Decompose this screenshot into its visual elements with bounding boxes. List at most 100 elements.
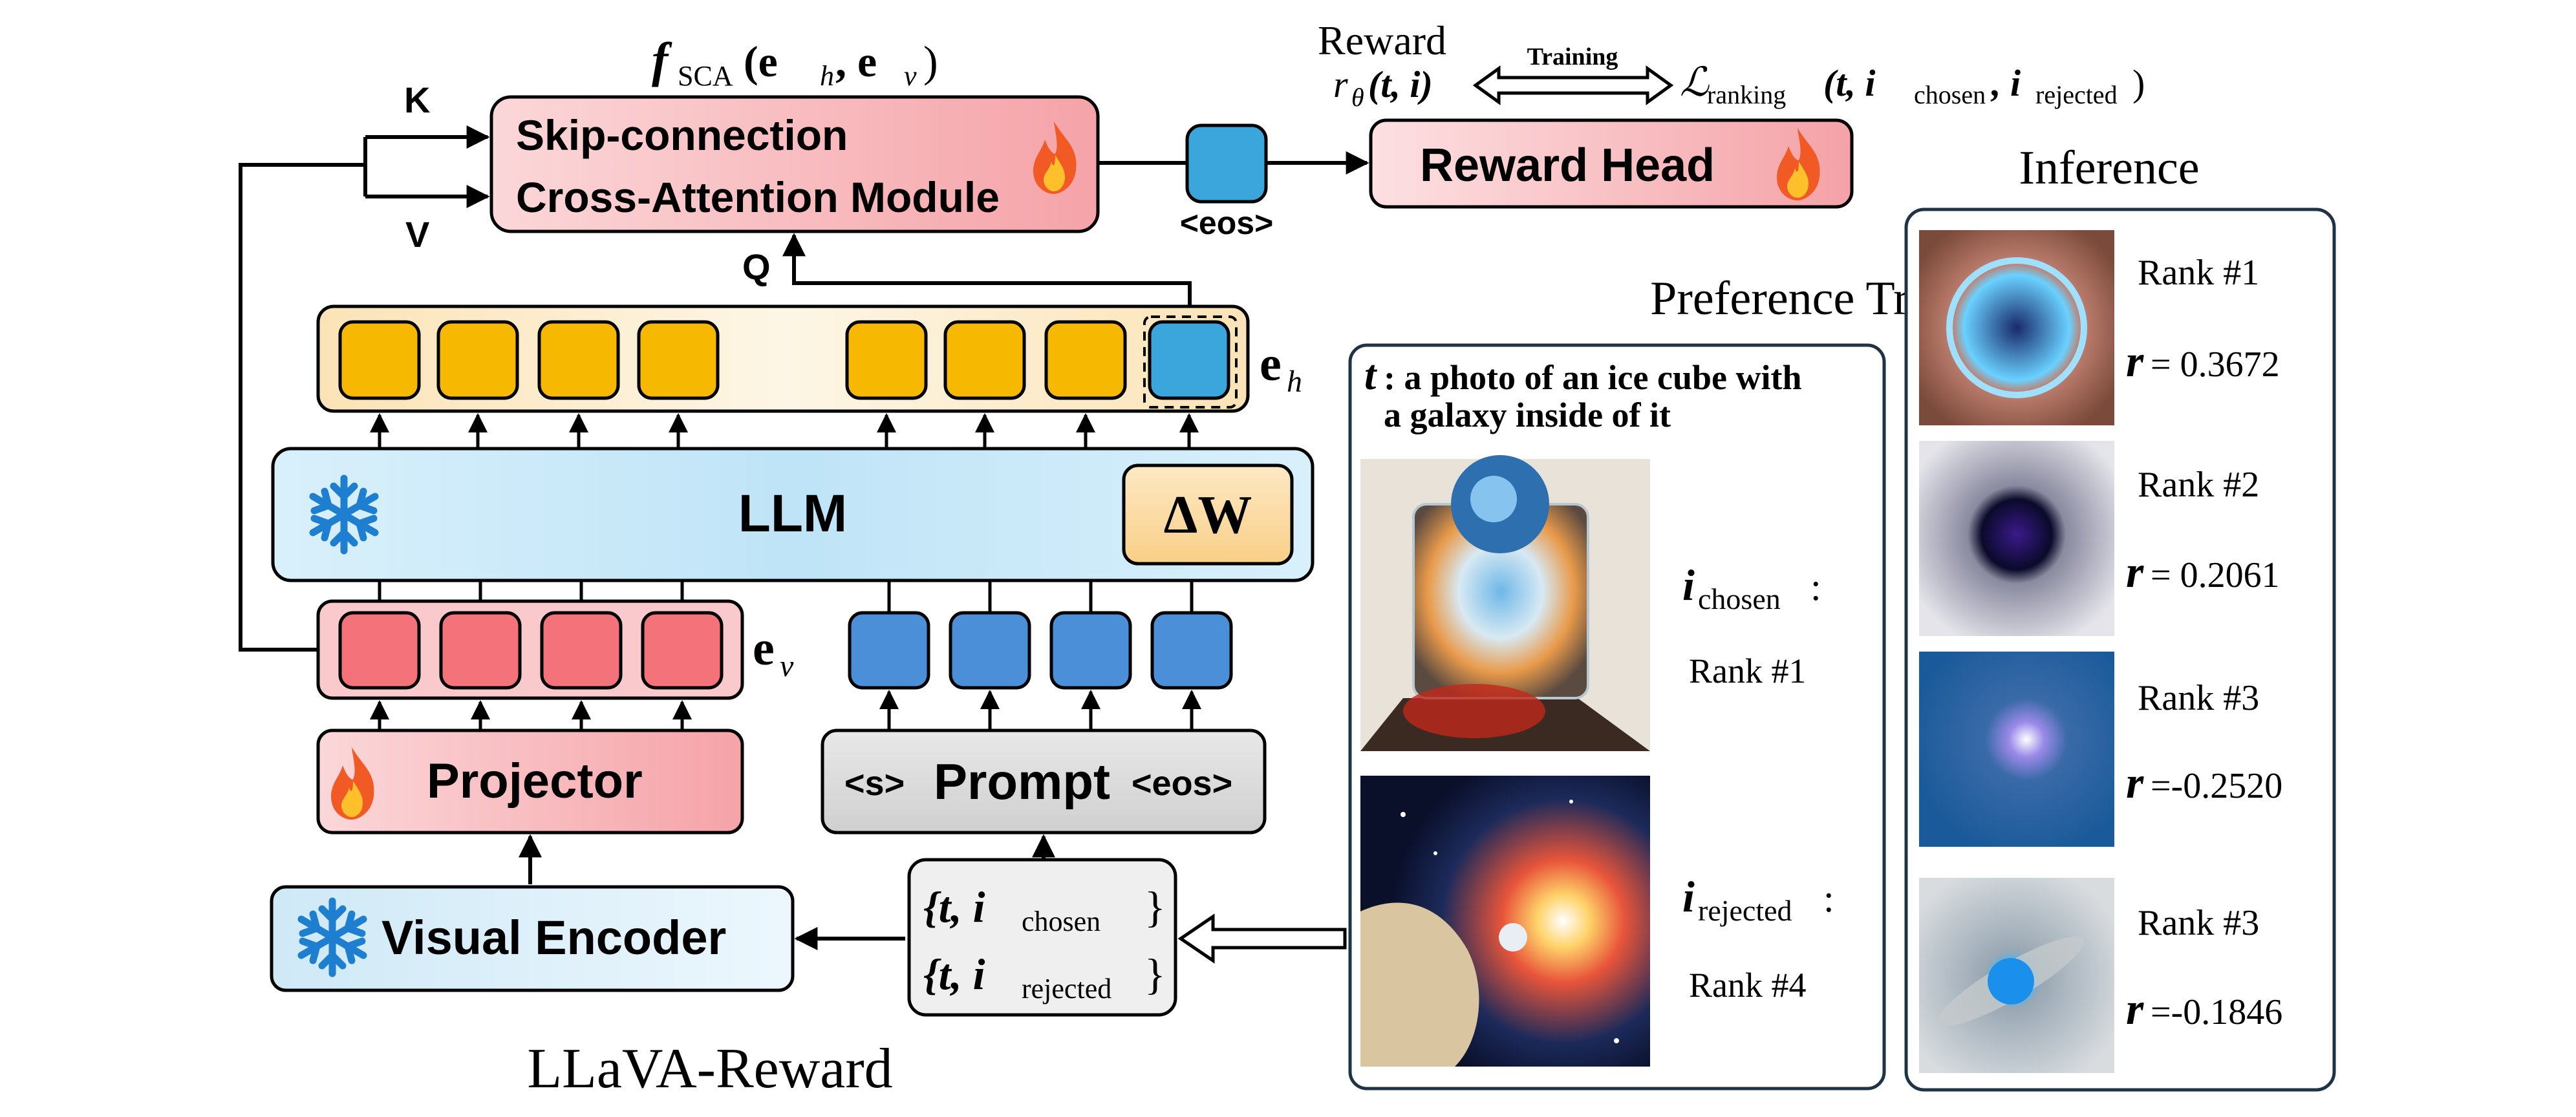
visual-encoder-label: Visual Encoder xyxy=(381,911,726,964)
inference-score: =-0.1846 xyxy=(2151,992,2282,1032)
skip-connection-arrows xyxy=(239,125,1369,652)
formula-comma: , e xyxy=(835,37,877,86)
eh-label-sub: h xyxy=(1287,365,1302,399)
reward-r: r xyxy=(1333,63,1348,105)
reward-head: Reward Head xyxy=(1369,118,1854,209)
tokens-to-llm-lines xyxy=(378,582,1194,612)
loss-close: ) xyxy=(2132,62,2145,104)
eh-token xyxy=(845,320,928,400)
rejected-i: i xyxy=(1682,872,1695,921)
inference-score: =-0.2520 xyxy=(2151,766,2282,806)
llm-label: LLM xyxy=(738,484,847,543)
ev-label-sub: v xyxy=(780,649,794,683)
inference-r-symbol: r xyxy=(2126,337,2144,387)
rejected-sub: rejected xyxy=(1698,894,1792,927)
prompt-token xyxy=(848,611,930,690)
reward-r-sub: θ xyxy=(1351,83,1364,112)
eh-token xyxy=(943,320,1026,400)
prompt-t-symbol: t xyxy=(1364,352,1377,399)
eh-tokens xyxy=(338,320,1230,400)
ev-tokens xyxy=(338,611,724,690)
loss-args-open: (t, i xyxy=(1823,62,1876,104)
chosen-i: i xyxy=(1682,560,1695,610)
chosen-sub: chosen xyxy=(1698,582,1781,615)
ev-label: e xyxy=(753,621,775,676)
inference-rank: Rank #3 xyxy=(2138,678,2259,718)
prompt-token xyxy=(949,611,1031,690)
inference-item: Rank #2r= 0.2061 xyxy=(1919,441,2280,636)
loss-sub: ranking xyxy=(1707,80,1786,109)
projector-block: Projector xyxy=(316,729,744,835)
reward-r-args: (t, i) xyxy=(1368,63,1433,105)
sca-formula: f SCA (e h , e v ) xyxy=(652,33,938,92)
formula-f: f xyxy=(652,33,672,87)
reward-head-label: Reward Head xyxy=(1420,140,1715,191)
llm-block: LLM ΔW xyxy=(271,447,1315,582)
prompt-text-line1: : a photo of an ice cube with xyxy=(1384,358,1802,397)
input-line2-sub: rejected xyxy=(1022,973,1111,1005)
prompt-block: <s> Prompt <eos> xyxy=(821,729,1267,835)
ev-token xyxy=(338,611,421,690)
eh-token xyxy=(537,320,620,400)
eh-label: e xyxy=(1260,337,1282,391)
reward-formula: Reward r θ (t, i) xyxy=(1318,17,1446,112)
inference-image xyxy=(1919,652,2114,847)
module-label-line1: Skip-connection xyxy=(516,111,848,159)
eh-token-bar: e h xyxy=(316,304,1302,413)
image-detail xyxy=(1988,958,2034,1005)
prompt-eos-token: <eos> xyxy=(1132,764,1232,803)
input-line2-close: } xyxy=(1144,950,1166,999)
frozen-snowflake-icon xyxy=(309,474,379,555)
loss-rejected: rejected xyxy=(2035,80,2118,109)
ev-token-bar: e v xyxy=(316,599,794,700)
ev-token xyxy=(641,611,724,690)
prompt-token xyxy=(1150,611,1233,690)
diagram-caption: LLaVA-Reward xyxy=(527,1037,892,1100)
chosen-colon: : xyxy=(1810,566,1821,608)
eh-token xyxy=(637,320,720,400)
inference-rank: Rank #3 xyxy=(2138,903,2259,943)
inference-score: = 0.3672 xyxy=(2151,345,2280,385)
inference-image xyxy=(1919,441,2114,636)
projector-label: Projector xyxy=(427,754,643,809)
frozen-snowflake-icon xyxy=(297,897,367,977)
prompt-token xyxy=(1049,611,1132,690)
chosen-label: i chosen : Rank #1 xyxy=(1682,560,1821,690)
prompt-start-token: <s> xyxy=(844,764,905,803)
query-label: Q xyxy=(742,246,771,287)
prompt-tokens xyxy=(848,611,1233,690)
prompt-text-line2: a galaxy inside of it xyxy=(1384,396,1671,434)
trainable-flame-icon xyxy=(331,747,374,820)
ev-token xyxy=(540,611,623,690)
pipeline-arrows xyxy=(519,834,1055,950)
reward-title: Reward xyxy=(1318,17,1446,63)
inference-r-symbol: r xyxy=(2126,548,2144,597)
value-label: V xyxy=(405,214,429,255)
inference-title: Inference xyxy=(2019,142,2199,195)
prompt-label: Prompt xyxy=(934,753,1110,810)
inference-item: Rank #1 r= 0.3672 xyxy=(1919,230,2280,425)
inference-rank: Rank #1 xyxy=(2138,253,2259,293)
eh-token xyxy=(338,320,421,400)
visual-encoder-block: Visual Encoder xyxy=(270,885,795,992)
loss-symbol: ℒ xyxy=(1680,61,1710,105)
rejected-colon: : xyxy=(1823,877,1834,920)
inference-r-symbol: r xyxy=(2126,984,2144,1034)
inference-score: = 0.2061 xyxy=(2151,555,2280,595)
llm-to-eh-arrows xyxy=(370,413,1199,447)
training-arrow: Training xyxy=(1472,43,1674,105)
input-line2-open: {t, i xyxy=(923,950,985,999)
data-input-arrow xyxy=(1177,913,1347,964)
trainable-flame-icon xyxy=(1777,128,1820,200)
inference-r-symbol: r xyxy=(2126,758,2144,808)
inference-item: Rank #3 r=-0.1846 xyxy=(1919,878,2282,1073)
loss-chosen: chosen xyxy=(1914,80,1986,109)
eos-token-label: <eos> xyxy=(1180,205,1274,241)
inference-item: Rank #3 r=-0.2520 xyxy=(1919,652,2282,847)
preference-data-panel: t : a photo of an ice cube with a galaxy… xyxy=(1348,343,1886,1090)
input-line1-open: {t, i xyxy=(923,882,985,931)
ev-token xyxy=(439,611,522,690)
